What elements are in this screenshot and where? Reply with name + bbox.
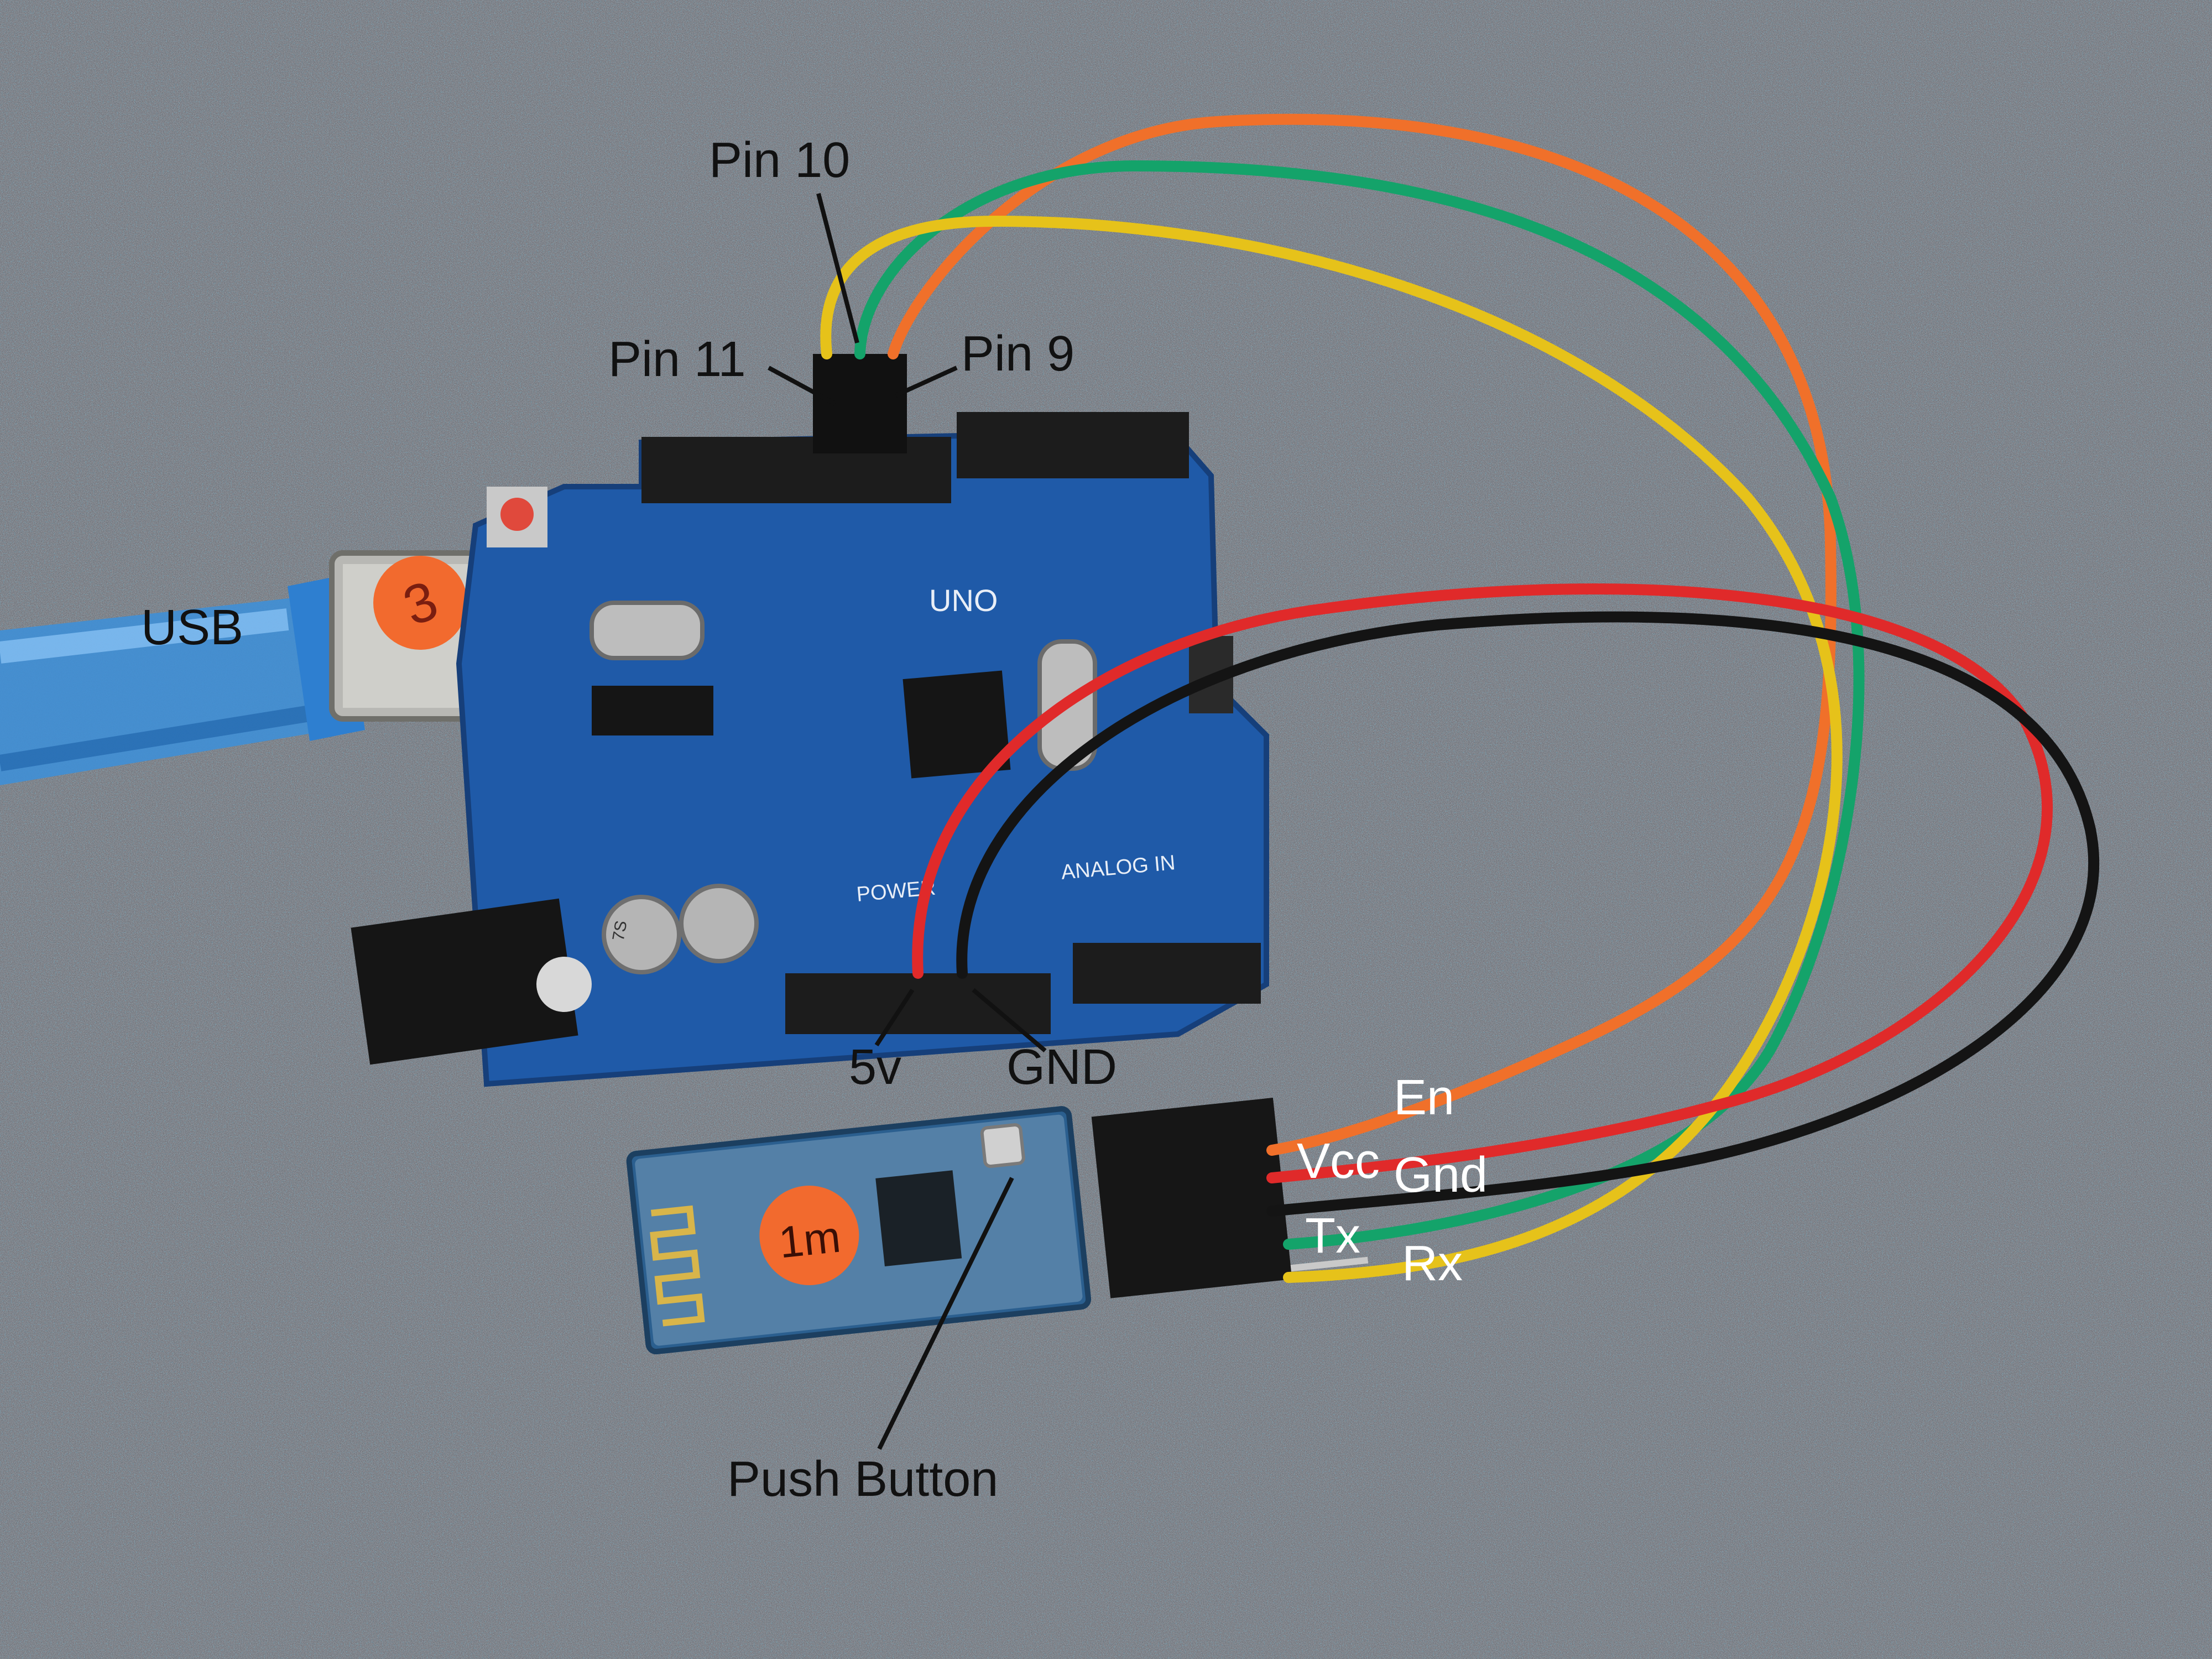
label-tx: Tx bbox=[1305, 1211, 1360, 1261]
label-rx: Rx bbox=[1402, 1239, 1463, 1288]
label-pin-9: Pin 9 bbox=[961, 329, 1074, 379]
label-gnd: GND bbox=[1006, 1042, 1117, 1092]
svg-text:1m: 1m bbox=[776, 1212, 843, 1267]
module-push-button bbox=[982, 1124, 1024, 1167]
jumper-connector-block bbox=[813, 354, 907, 453]
power-header bbox=[785, 973, 1051, 1034]
crystal-small bbox=[592, 603, 702, 658]
digital-header-right bbox=[957, 412, 1189, 478]
label-5v: 5v bbox=[849, 1042, 901, 1092]
capacitor-left: 7S bbox=[604, 897, 679, 972]
board-model-label: UNO bbox=[929, 583, 998, 618]
analog-header bbox=[1073, 943, 1261, 1004]
label-push-button: Push Button bbox=[727, 1454, 998, 1504]
svg-text:7S: 7S bbox=[609, 919, 631, 942]
capacitor-right bbox=[681, 886, 757, 961]
label-usb: USB bbox=[141, 603, 243, 653]
usb-interface-chip bbox=[592, 686, 713, 735]
label-vcc: Vcc bbox=[1297, 1136, 1380, 1186]
label-gnd-module: Gnd bbox=[1394, 1150, 1488, 1200]
label-pin-11: Pin 11 bbox=[608, 335, 746, 384]
label-pin-10: Pin 10 bbox=[709, 135, 850, 185]
module-pin-header bbox=[1092, 1098, 1292, 1298]
label-en: En bbox=[1394, 1073, 1454, 1123]
